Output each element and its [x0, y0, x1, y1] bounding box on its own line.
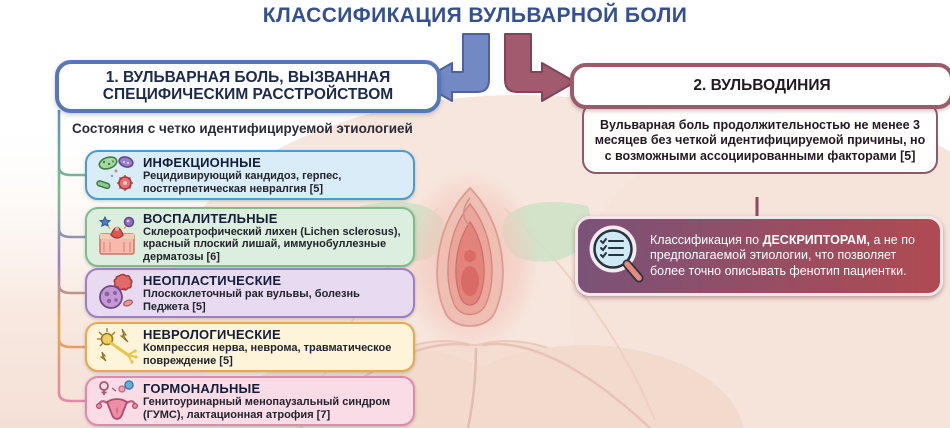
category-infectious: ИНФЕКЦИОННЫЕ Рецидивирующий кандидоз, ге… — [85, 150, 415, 200]
page-title: КЛАССИФИКАЦИЯ ВУЛЬВАРНОЙ БОЛИ — [262, 4, 688, 27]
left-branch-header: 1. ВУЛЬВАРНАЯ БОЛЬ, ВЫЗВАННАЯ СПЕЦИФИЧЕС… — [55, 60, 441, 113]
category-hormonal: ГОРМОНАЛЬНЫЕ Генитоуринарный менопаузаль… — [85, 376, 415, 426]
microbes-icon — [93, 154, 141, 196]
magnifier-checklist-icon — [584, 223, 650, 289]
category-name: ВОСПАЛИТЕЛЬНЫЕ — [143, 210, 278, 226]
left-branch-subtitle: Состояния с четко идентифицируемой этиол… — [72, 121, 413, 136]
category-description: Склероатрофический лихен (Lichen scleros… — [143, 225, 401, 263]
right-branch-header: 2. ВУЛЬВОДИНИЯ — [570, 63, 950, 109]
category-description: Плоскоклеточный рак вульвы, болезнь Педж… — [143, 287, 360, 313]
neuron-lightning-icon — [93, 326, 141, 368]
skin-inflammation-icon — [93, 214, 141, 260]
descriptor-note-text: Классификация по ДЕСКРИПТОРАМ, а не по п… — [650, 233, 930, 280]
category-neoplastic: НЕОПЛАСТИЧЕСКИЕ Плоскоклеточный рак вуль… — [85, 268, 415, 318]
category-description: Компрессия нерва, неврома, травматическо… — [143, 341, 392, 367]
note-prefix: Классификация по — [650, 232, 763, 247]
category-description: Рецидивирующий кандидоз, герпес, постгер… — [143, 169, 342, 195]
category-description: Генитоуринарный менопаузальный синдром (… — [143, 395, 391, 421]
category-name: НЕОПЛАСТИЧЕСКИЕ — [143, 272, 282, 288]
note-bold-term: ДЕСКРИПТОРАМ, — [762, 232, 870, 247]
vulvodynia-definition: Вульварная боль продолжительностью не ме… — [582, 102, 938, 174]
category-inflammatory: ВОСПАЛИТЕЛЬНЫЕ Склероатрофический лихен … — [85, 207, 415, 267]
note-suffix: а не по предполагаемой этиологии, что по… — [650, 232, 915, 278]
category-neurologic: НЕВРОЛОГИЧЕСКИЕ Компрессия нерва, невром… — [85, 322, 415, 372]
category-name: НЕВРОЛОГИЧЕСКИЕ — [143, 326, 281, 342]
uterus-hormones-icon — [93, 379, 141, 423]
cancer-cells-icon — [93, 272, 141, 314]
descriptor-note: Классификация по ДЕСКРИПТОРАМ, а не по п… — [575, 216, 943, 296]
category-name: ГОРМОНАЛЬНЫЕ — [143, 380, 261, 396]
category-name: ИНФЕКЦИОННЫЕ — [143, 154, 261, 170]
